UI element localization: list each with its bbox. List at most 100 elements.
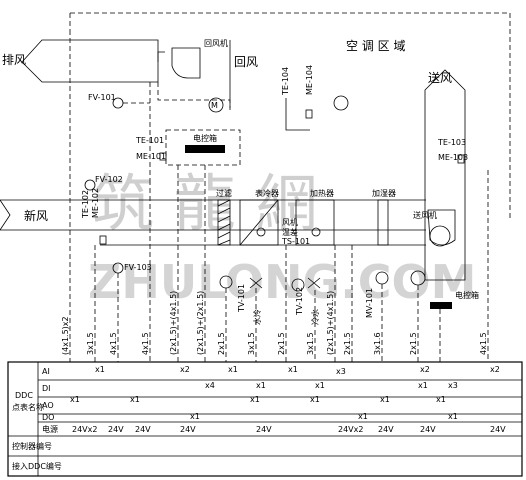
tv101-label: TV-101 (237, 284, 246, 313)
ao-mark-0: x1 (70, 395, 80, 404)
te102-label: TE-102 (81, 190, 90, 219)
supply-duct (424, 69, 466, 281)
me104-label: ME-104 (305, 65, 314, 95)
cooling-coil (239, 199, 279, 246)
cooling-sensor-icon (256, 227, 266, 237)
cable-12: 3x1.6 (373, 332, 382, 355)
ts101-label: TS-101 (281, 237, 310, 246)
fv103-label: FV-103 (124, 263, 152, 272)
cooling-label: 表冷器 (255, 188, 279, 198)
tv101-valve-icon (249, 277, 263, 289)
cable-10: (2x1.5)+(4x1.5) (326, 291, 335, 355)
cable-11: 2x1.5 (343, 332, 352, 355)
te104-link (285, 98, 310, 131)
cable-9: 3x1.5 (306, 332, 315, 355)
return-duct-dash (157, 82, 231, 110)
power-mark-3: 24V (180, 425, 196, 434)
ao-mark-2: x1 (250, 395, 260, 404)
cable-1: 3x1.5 (86, 332, 95, 355)
me103-label: ME-103 (438, 153, 468, 162)
di-mark-0: x4 (205, 381, 215, 390)
me101-label: ME-101 (136, 152, 166, 161)
ao-mark-5: x1 (436, 395, 446, 404)
supply-fan-label: 送风机 (413, 210, 437, 220)
te103-label: TE-103 (437, 138, 466, 147)
row-controller-no: 控制器编号 (12, 441, 52, 451)
fv102-icon (84, 179, 96, 191)
cable-0: (4x1.5)x2 (61, 316, 70, 355)
unit-label-a: 风机 (282, 217, 298, 227)
cable-6: 2x1.5 (217, 332, 226, 355)
return-sensor-icon (208, 97, 224, 113)
zone-sensor-icon (333, 95, 349, 111)
power-mark-2: 24V (135, 425, 151, 434)
row-ao: AO (42, 401, 54, 410)
power-mark-6: 24V (378, 425, 394, 434)
return-fan-link (157, 51, 165, 62)
te104-label: TE-104 (281, 67, 290, 96)
ddc-sub: 点表名称 (12, 402, 44, 412)
fv101-icon (112, 97, 124, 109)
return-fan-housing (171, 47, 201, 79)
svg-text:M: M (211, 101, 218, 110)
do-mark-2: x1 (448, 412, 458, 421)
cable-8: 2x1.5 (277, 332, 286, 355)
filter-label: 过滤 (216, 188, 232, 198)
power-mark-7: 24V (420, 425, 436, 434)
do-mark-0: x1 (190, 412, 200, 421)
left-cabinet-label: 电控箱 (193, 133, 217, 143)
cable-14: 4x1.5 (479, 332, 488, 355)
di-mark-1: x1 (256, 381, 266, 390)
row-ai: AI (42, 367, 50, 376)
right-cabinet-icon (430, 302, 452, 309)
watermark-en: ZHULONG.COM (88, 255, 476, 309)
water1-label: 水冷 (252, 309, 262, 325)
heating-coil (295, 199, 335, 246)
me104-icon (305, 109, 313, 119)
fv101-link (123, 82, 151, 180)
me102-icon (99, 235, 107, 245)
ai-mark-0: x1 (95, 365, 105, 374)
supply-fan-icon (429, 225, 451, 247)
row-di: DI (42, 384, 51, 393)
humidifier-label: 加湿器 (372, 188, 396, 198)
power-mark-5: 24Vx2 (338, 425, 363, 434)
di-mark-4: x1 (418, 381, 428, 390)
filter-icon (217, 199, 231, 246)
cable-3: 4x1.5 (141, 332, 150, 355)
do-mark-1: x1 (358, 412, 368, 421)
ao-mark-4: x1 (380, 395, 390, 404)
tv102-label: TV-102 (295, 287, 304, 316)
power-mark-1: 24V (108, 425, 124, 434)
ao-mark-3: x1 (310, 395, 320, 404)
cable-4: (2x1.5)+(4x1.5) (169, 291, 178, 355)
row-do: DO (42, 413, 54, 422)
fresh-air-label: 新风 (24, 208, 48, 223)
heating-label: 加热器 (310, 188, 334, 198)
ddc-label: DDC (15, 391, 33, 400)
di-mark-5: x3 (448, 381, 458, 390)
fv101-label: FV-101 (88, 93, 116, 102)
te101-label: TE-101 (135, 136, 164, 145)
di-mark-3: x3 (336, 367, 346, 376)
cable-2: 4x1.5 (109, 332, 118, 355)
cable-7: 3x1.5 (247, 332, 256, 355)
mv101-label: MV-101 (365, 288, 374, 318)
supply-label: 送风 (428, 70, 452, 85)
cable-labels: (4x1.5)x2 3x1.5 4x1.5 4x1.5 (2x1.5)+(4x1… (61, 291, 488, 355)
heating-sensor-icon (311, 227, 321, 237)
ai-mark-3: x1 (288, 365, 298, 374)
humidifier-icon (377, 199, 389, 246)
power-mark-8: 24V (490, 425, 506, 434)
ddc-table: DDC 点表名称 AI DI AO DO 电源 控制器编号 接入DDC编号 x1… (7, 361, 523, 477)
cable-5: (2x1.5)+(2x1.5) (196, 291, 205, 355)
unit-label-b: 温差 (282, 227, 298, 237)
tv102-actuator-icon (291, 278, 305, 292)
power-mark-0: 24Vx2 (72, 425, 97, 434)
ao-mark-1: x1 (130, 395, 140, 404)
watermark-cn: 筑 龍 網 (92, 167, 317, 240)
row-ddc-no: 接入DDC编号 (12, 461, 62, 471)
di-mark-2: x1 (315, 381, 325, 390)
ai-mark-4: x2 (420, 365, 430, 374)
control-wires (69, 30, 489, 362)
